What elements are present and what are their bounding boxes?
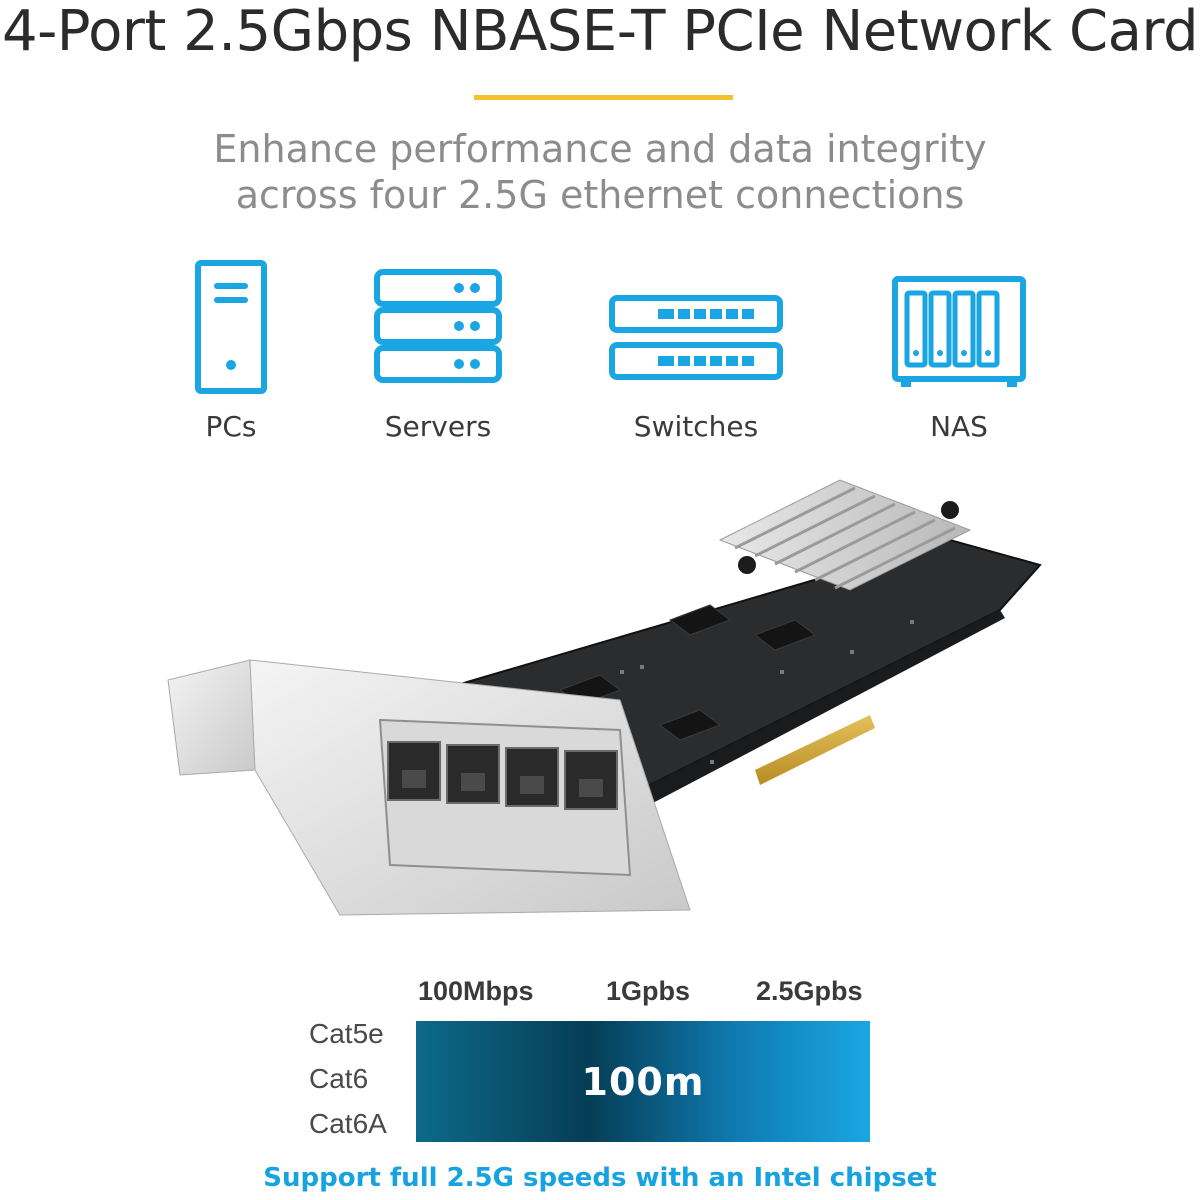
speed-2-5gbps: 2.5Gpbs [756,976,863,1006]
device-label-pcs: PCs [205,410,257,443]
distance-bar: 100m [416,1021,870,1142]
cable-cat6a: Cat6A [309,1108,387,1139]
device-label-switches: Switches [633,410,759,443]
pcie-network-card-photo [167,479,1042,916]
subtitle-line-1: Enhance performance and data integrity [213,127,987,171]
device-switches [586,255,806,400]
chipset-note: Support full 2.5G speeds with an Intel c… [263,1163,937,1193]
page-subtitle: Enhance performance and data integrity a… [0,126,1200,218]
distance-value: 100m [581,1059,705,1104]
nas-icon [892,276,1026,387]
pc-tower-icon [195,260,267,394]
device-nas [849,255,1069,400]
server-rack-icon [374,269,502,383]
device-label-nas: NAS [930,410,988,443]
speed-1gbps: 1Gpbs [606,976,691,1006]
network-switch-icon [609,295,783,380]
speed-100mbps: 100Mbps [418,976,534,1006]
page-title: 4-Port 2.5Gbps NBASE-T PCIe Network Card [1,0,1199,64]
cable-cat5e: Cat5e [309,1018,384,1049]
device-servers [328,255,548,400]
device-label-servers: Servers [384,410,492,443]
cable-cat6: Cat6 [309,1063,369,1094]
accent-divider [474,95,733,100]
device-pcs [121,255,341,400]
subtitle-line-2: across four 2.5G ethernet connections [235,173,965,217]
